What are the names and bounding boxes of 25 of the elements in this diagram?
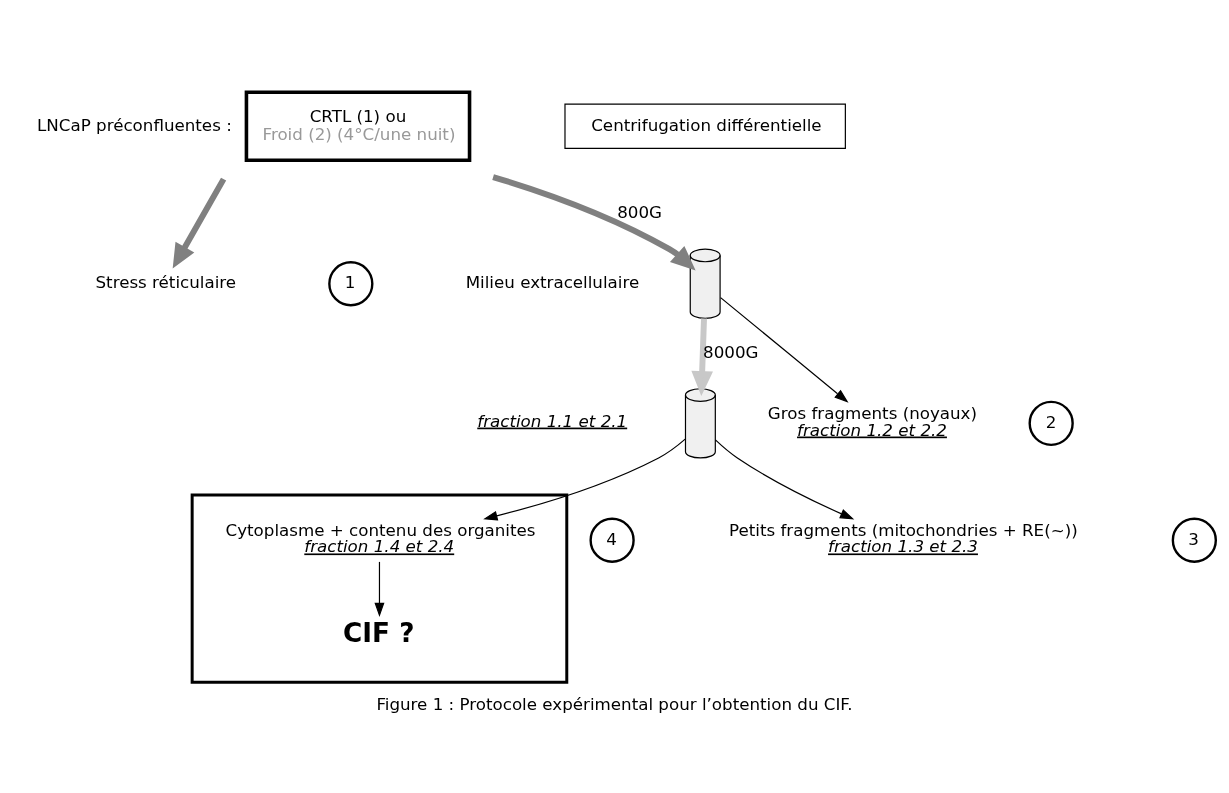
node-text: Stress réticulaire [95, 272, 237, 293]
caption: Figure 1 : Protocole expérimental pour l’obtention du CIF. [376, 693, 853, 714]
node-text: Cytoplasme + contenu des organites fraction 1.4 et 2.4 [225, 519, 536, 557]
arrow [492, 174, 696, 271]
node-box: CRTL (1) ou Froid (2) (4°C/une nuit) [244, 90, 472, 163]
node-text: CIF ? [343, 618, 415, 649]
cluster [190, 493, 569, 684]
node-circle: 4 [589, 517, 635, 563]
node-circle: 3 [1171, 517, 1217, 563]
arrow [691, 318, 713, 396]
node-text: Petits fragments (mitochondries + RE(~)) fraction 1.3 et 2.3 [729, 519, 1078, 557]
arrow [374, 561, 385, 618]
edge-label: 8000G [703, 341, 759, 362]
node-box: Centrifugation différentielle [564, 103, 846, 149]
arrow [172, 177, 227, 269]
edge-label: 800G [617, 202, 662, 223]
arrow [714, 439, 855, 520]
arrow [483, 438, 686, 521]
node-text: Gros fragments (noyaux) fraction 1.2 et 2.2 [767, 402, 978, 440]
label: fraction 1.1 et 2.1 [477, 410, 628, 431]
node-label: LNCaP préconfluentes : [37, 114, 232, 135]
arrow [720, 297, 849, 403]
node-circle: 1 [328, 261, 374, 307]
node-circle: 2 [1028, 400, 1074, 446]
label: Milieu extracellulaire [465, 272, 640, 293]
